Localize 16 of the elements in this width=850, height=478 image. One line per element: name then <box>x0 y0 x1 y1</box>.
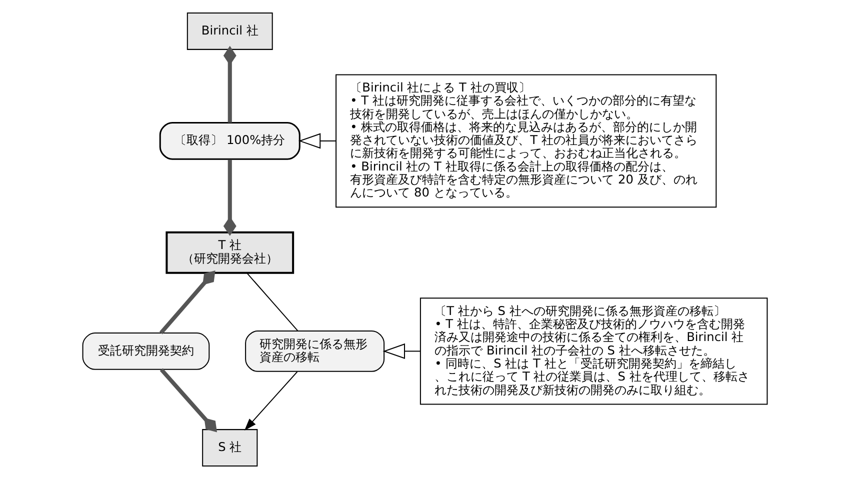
node-box: 研究開発に係る無形資産の移転 <box>245 330 385 372</box>
connector <box>223 45 236 122</box>
connector <box>223 159 236 236</box>
connector <box>246 272 298 331</box>
arrow <box>298 132 336 148</box>
node-box: 受託研究開発契約 <box>82 332 210 370</box>
node-box: 〔Birincil 社による T 社の買収〕 • T 社は研究開発に従事する会社で、いくつかの部分的に有望な技術を開発しているが、売上はほんの僅かしかない。 • 株式の取得価格は、将来的な見込みはあるが、部分的にしか開発されていない技術の価値及び、T 社の社員が将来においてさらに新技術を開発する可能性によって、おおむね正当化される。 • Birincil 社の T 社取得に係る会計上の取得価格の配分は、有形資産及び特許を含む特定の無形資産について 20 及び、のれんについて 80 となっている。 <box>336 74 717 208</box>
connector <box>159 270 216 334</box>
arrow <box>244 370 298 430</box>
node-box: T 社 （研究開発会社） <box>166 230 294 274</box>
connector <box>160 368 218 432</box>
node-box: 〔T 社から S 社への研究開発に係る無形資産の移転〕 • T 社は、特許、企業秘密及び技術的ノウハウを含む開発済み又は開発途中の技術に係る全ての権利を、Birincil 社の指示で Birincil 社の子会社の S 社へ移転させた。 • 同時に、S 社は T 社と「受託研究開発契約」を締結し、これに従って T 社の従業員は、S 社を代理して、移転された技術の開発及び新技術の開発のみに取り組む。 <box>420 297 768 404</box>
node-box: Birincil 社 <box>186 12 273 50</box>
node-box: 〔取得〕 100%持分 <box>159 121 300 160</box>
arrow <box>382 342 420 358</box>
node-box: S 社 <box>202 428 258 466</box>
